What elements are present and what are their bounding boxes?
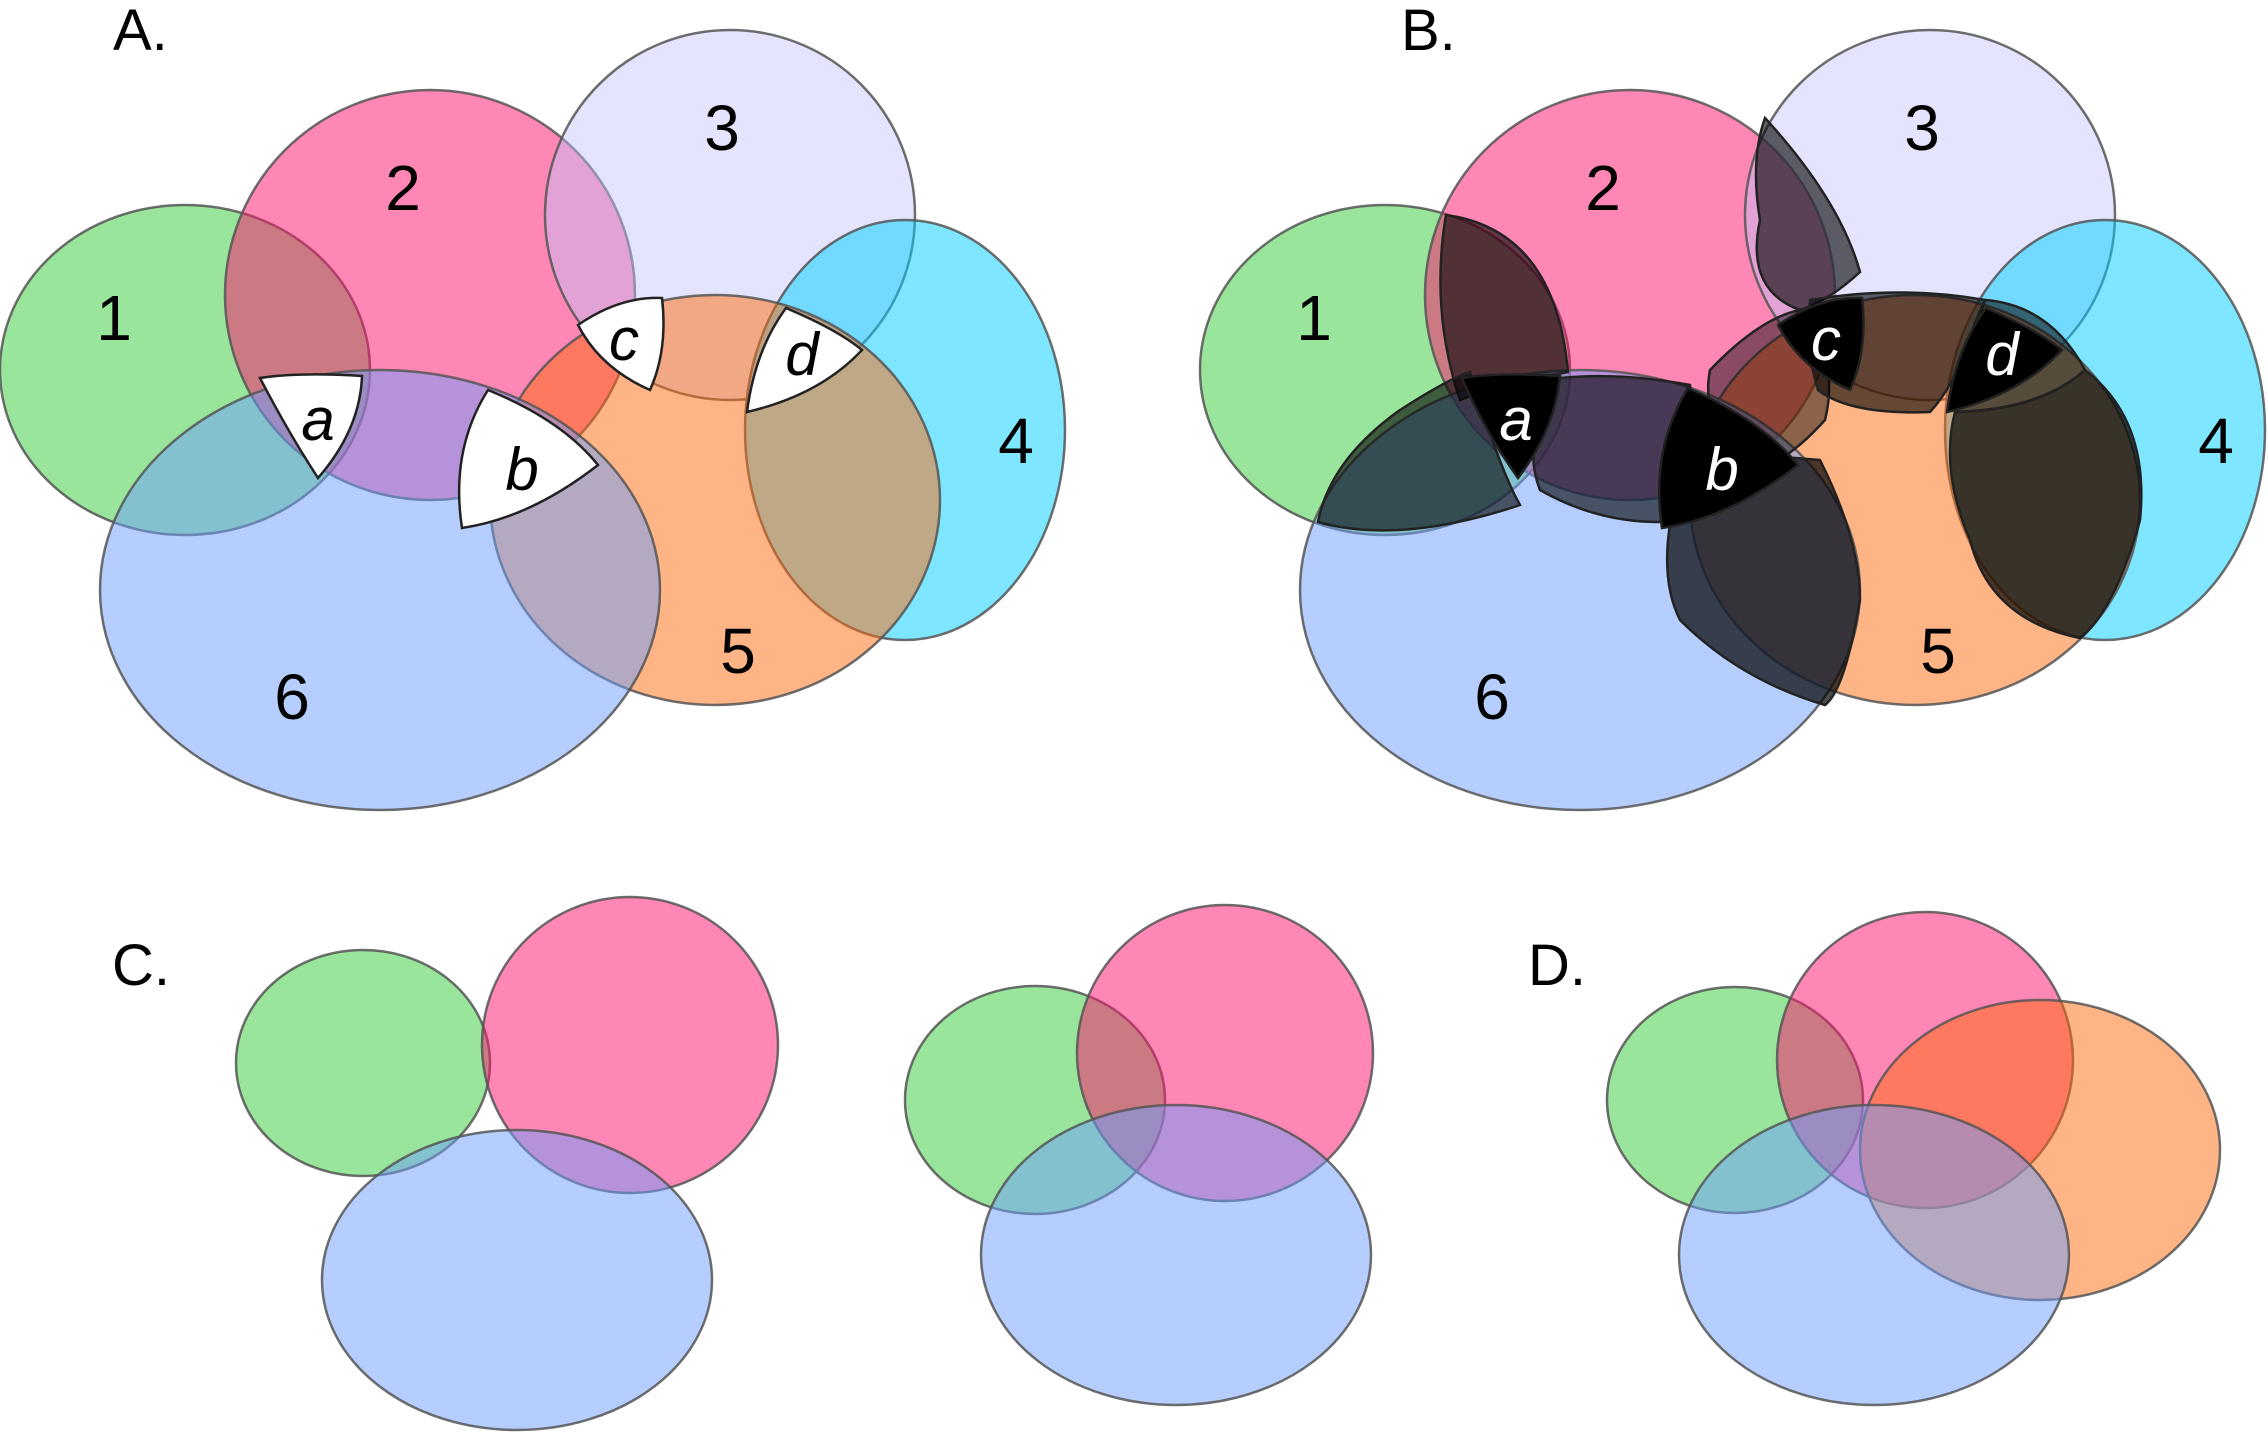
panel-b-region-a-label: a <box>1499 386 1532 453</box>
panel-a-region-a <box>258 373 364 481</box>
panel-a-label: A. <box>113 0 168 63</box>
panel-a-set-6-ellipse <box>98 368 662 812</box>
panel-a-region-d-label: d <box>785 321 820 388</box>
panel-b-set-4-label: 4 <box>2198 405 2234 477</box>
panel-a-region-a-label: a <box>301 386 334 453</box>
panel-b-set-6-label: 6 <box>1474 661 1510 733</box>
panel-b-region-a <box>1460 373 1562 481</box>
panel-c-label: C. <box>112 933 170 998</box>
panel-b-region-b <box>1657 386 1800 530</box>
panel-d-set-6-ellipse <box>1677 1103 2071 1407</box>
panel-a-set-3-label: 3 <box>704 92 740 164</box>
panel-d-label: D. <box>1528 933 1586 998</box>
panel-a-region-d <box>745 306 864 414</box>
panel-b-region-c-label: c <box>1811 306 1841 373</box>
panel-a-region-c <box>576 296 665 392</box>
panel-a-set-1-label: 1 <box>96 282 132 354</box>
panel-b-set-3-label: 3 <box>1904 92 1940 164</box>
panel-a-region-c-label: c <box>609 306 639 373</box>
panel-c-right-set-6-ellipse <box>979 1103 1373 1407</box>
panel-a-set-6-label: 6 <box>274 661 310 733</box>
panel-a-set-4-label: 4 <box>998 405 1034 477</box>
panel-b-region-d <box>1945 306 2064 414</box>
panel-c-left-set-6-ellipse <box>320 1128 714 1432</box>
panel-b-region-b-label: b <box>1705 436 1738 503</box>
panel-b-overlap-4-5 <box>1948 368 2143 640</box>
panel-b-set-1-label: 1 <box>1296 282 1332 354</box>
panel-a-region-b <box>457 388 600 530</box>
panel-a-set-5-label: 5 <box>720 615 756 687</box>
panel-d: D. <box>1528 910 2222 1407</box>
panel-b-region-d-label: d <box>1985 321 2020 388</box>
panel-c: C. <box>112 895 1375 1432</box>
panel-b-region-c <box>1776 296 1865 392</box>
panel-b-overlap-1-6 <box>1316 370 1522 532</box>
panel-b-set-5-label: 5 <box>1920 615 1956 687</box>
panel-a-region-b-label: b <box>505 436 538 503</box>
panel-a-set-2-label: 2 <box>385 152 421 224</box>
panel-b: B. 1 2 3 4 5 6 a b c d <box>1198 0 2267 812</box>
panel-a: A. 1 2 3 4 5 6 a b c d <box>0 0 1067 812</box>
panel-b-set-2-label: 2 <box>1585 152 1621 224</box>
panel-b-label: B. <box>1401 0 1456 63</box>
